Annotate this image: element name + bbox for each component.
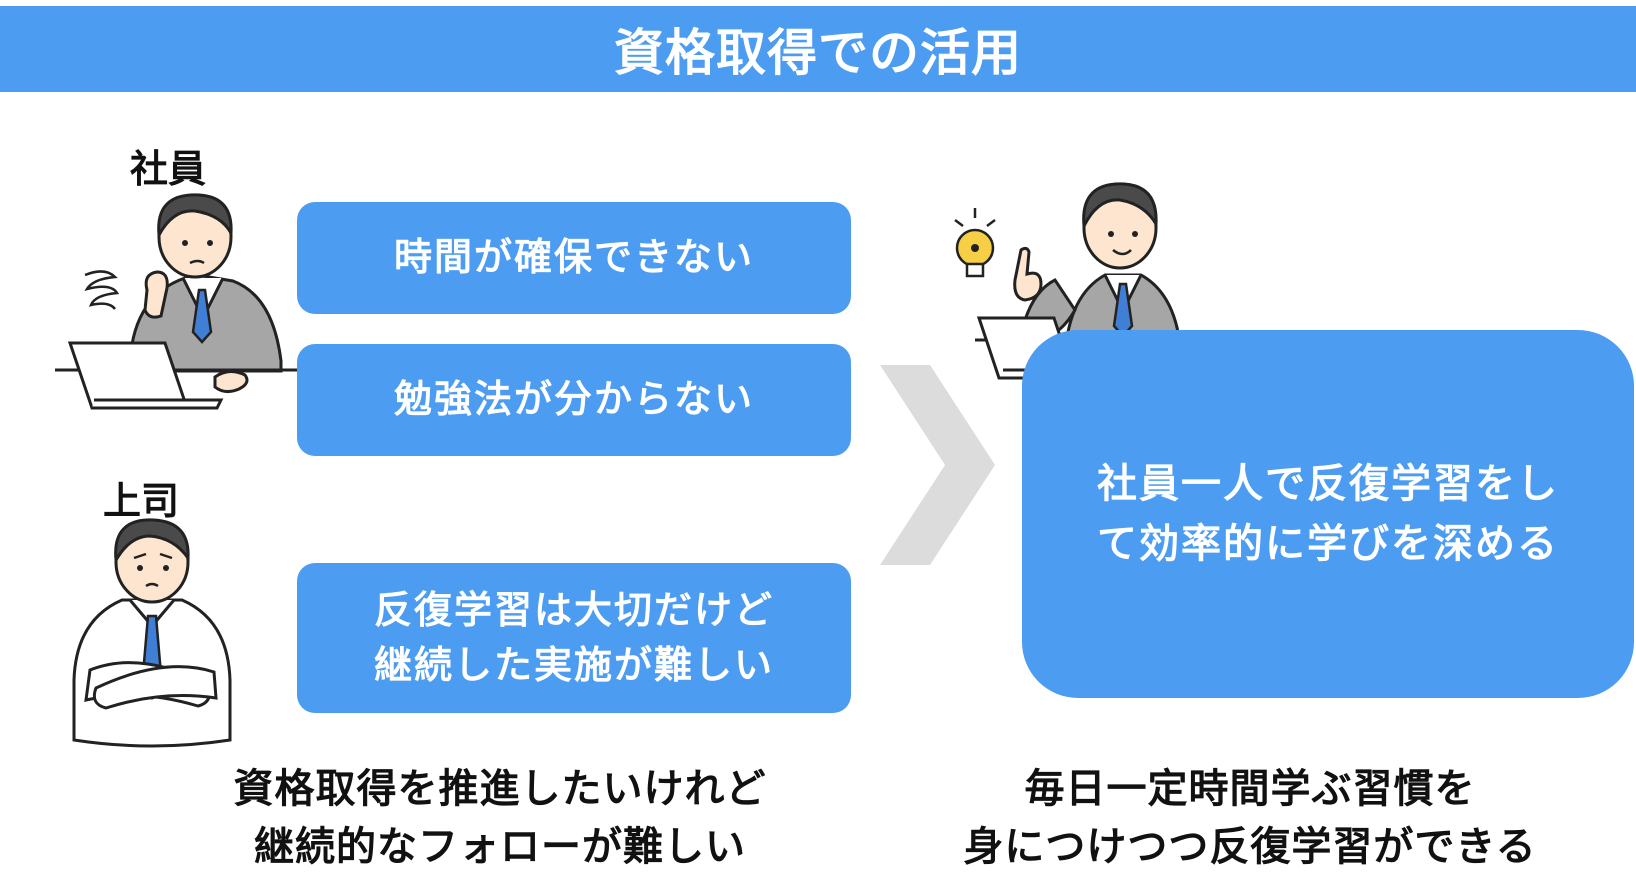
problem-pill-text-line2: 継続した実施が難しい [373,643,774,687]
caption-right: 毎日一定時間学ぶ習慣を 身につけつつ反復学習ができる [900,760,1600,876]
problem-pill-method: 勉強法が分からない [297,344,851,456]
page-title: 資格取得での活用 [614,24,1022,82]
problem-pill-continuation: 反復学習は大切だけど 継続した実施が難しい [297,563,851,713]
problem-pill-text-line1: 反復学習は大切だけど [373,587,774,632]
chevron-right-icon [880,365,995,565]
lightbulb-icon [954,208,996,278]
caption-left-line2: 継続的なフォローが難しい [254,824,746,870]
caption-left: 資格取得を推進したいけれど 継続的なフォローが難しい [150,760,850,876]
role-label-employee: 社員 [130,147,207,191]
result-text-line1: 社員一人で反復学習をし [1097,461,1559,507]
problem-pill-time: 時間が確保できない [297,202,851,314]
confused-boss-illustration [72,518,232,748]
result-box: 社員一人で反復学習をし て効率的に学びを深める [1022,330,1634,698]
result-text-line2: て効率的に学びを深める [1097,521,1559,567]
caption-right-line2: 身につけつつ反復学習ができる [963,824,1537,870]
caption-left-line1: 資格取得を推進したいけれど [233,766,767,812]
role-label-boss: 上司 [103,479,180,523]
problem-pill-text: 時間が確保できない [393,235,754,280]
problem-pill-text: 勉強法が分からない [393,377,754,422]
caption-right-line1: 毎日一定時間学ぶ習慣を [1024,766,1476,812]
worried-employee-illustration [55,193,300,410]
title-banner: 資格取得での活用 [0,6,1636,92]
